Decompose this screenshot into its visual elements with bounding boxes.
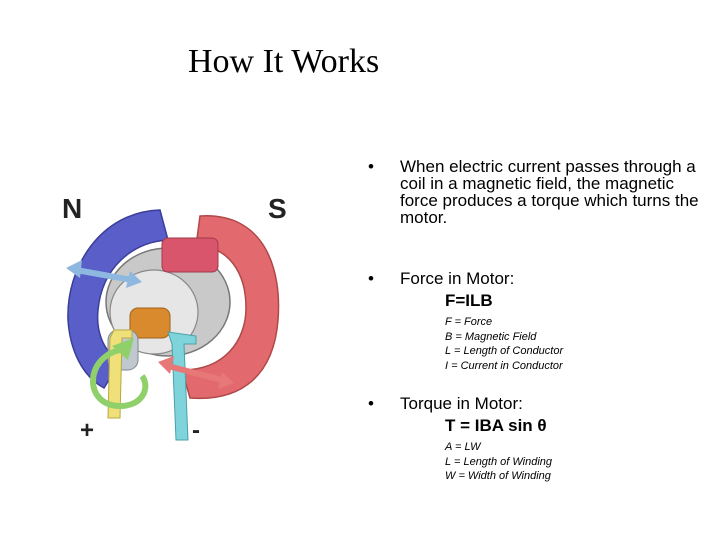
bullet-torque: • Torque in Motor: T = IBA sin θ A = LW …: [368, 395, 708, 484]
definition-line: I = Current in Conductor: [445, 359, 563, 372]
rotation-arrow: [90, 338, 149, 410]
commutator: [129, 307, 171, 339]
definition-line: F = Force: [445, 316, 493, 328]
bullet-text: Force in Motor:: [400, 269, 515, 288]
bullet-list: • When electric current passes through a…: [368, 158, 708, 484]
bullet-marker: •: [368, 394, 374, 413]
bullet-force: • Force in Motor: F=ILB F = Force B = Ma…: [368, 270, 708, 373]
definition-line: B = Magnetic Field: [445, 330, 537, 343]
bullet-marker: •: [368, 269, 374, 288]
force-formula: F=ILB: [445, 291, 493, 310]
bullet-marker: •: [368, 157, 374, 176]
definition-line: W = Width of Winding: [445, 470, 551, 482]
north-label: N: [62, 193, 82, 224]
torque-definitions: A = LW L = Length of Winding W = Width o…: [445, 440, 708, 484]
bullet-description: • When electric current passes through a…: [368, 158, 708, 248]
torque-formula: T = IBA sin θ: [445, 416, 547, 435]
field-arrow: [66, 260, 142, 288]
plus-label: +: [80, 417, 94, 444]
south-label: S: [268, 193, 287, 224]
force-definitions: F = Force B = Magnetic Field L = Length …: [445, 315, 708, 373]
motor-diagram: N S + -: [50, 180, 310, 450]
coil-winding: [161, 237, 219, 273]
bullet-text: When electric current passes through a c…: [400, 157, 699, 227]
slide-title: How It Works: [188, 43, 380, 80]
bullet-text: Torque in Motor:: [400, 394, 523, 413]
minus-label: -: [192, 417, 200, 444]
south-magnet: [181, 215, 280, 400]
force-arrow: [158, 356, 234, 389]
definition-line: A = LW: [445, 441, 481, 453]
north-magnet: [67, 209, 169, 389]
definition-line: L = Length of Winding: [445, 455, 553, 468]
motor-illustration: N S + -: [62, 193, 287, 444]
definition-line: L = Length of Conductor: [445, 345, 564, 357]
